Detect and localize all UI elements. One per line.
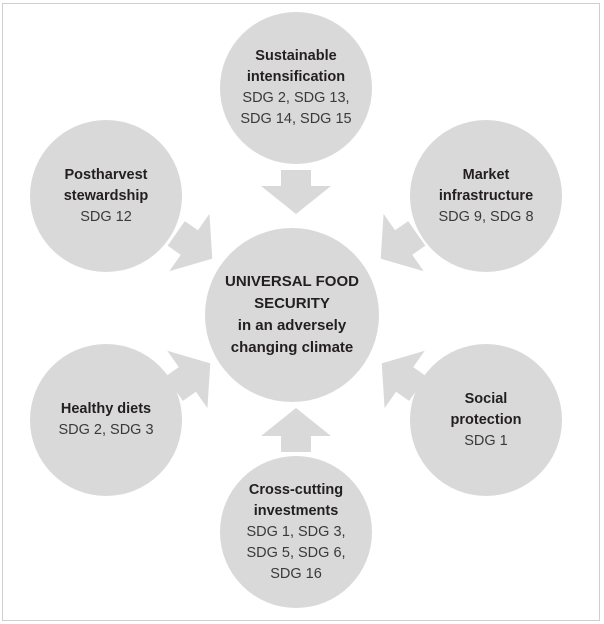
node-title: Market infrastructure [438, 166, 534, 204]
arrow-from-sustainable-intensification [261, 170, 331, 214]
node-title: Sustainable intensification [246, 48, 346, 85]
node-sustainable-intensification: Sustainable intensification SDG 2, SDG 1… [220, 12, 372, 164]
node-title: Social protection [450, 390, 522, 428]
node-sdg-list: SDG 9, SDG 8 [438, 208, 534, 225]
node-postharvest-stewardship: Postharvest stewardship SDG 12 [30, 120, 182, 272]
arrow-from-market-infrastructure [380, 213, 426, 272]
arrow-from-postharvest-stewardship [167, 213, 213, 272]
node-cross-cutting-investments: Cross-cutting investments SDG 1, SDG 3, … [220, 456, 372, 608]
node-title: Postharvest stewardship [63, 166, 149, 204]
node-sdg-list: SDG 1, SDG 3, SDG 5, SDG 6, SDG 16 [246, 523, 346, 582]
arrow-from-healthy-diets [165, 350, 211, 409]
center-node-universal-food-security: UNIVERSAL FOOD SECURITY in an adversely … [205, 228, 379, 402]
arrow-from-cross-cutting-investments [261, 408, 331, 452]
node-sdg-list: SDG 2, SDG 3 [58, 422, 154, 438]
center-node-title: UNIVERSAL FOOD SECURITY in an adversely … [225, 273, 359, 356]
figure-frame [2, 3, 600, 621]
node-healthy-diets: Healthy diets SDG 2, SDG 3 [30, 344, 182, 496]
node-market-infrastructure: Market infrastructure SDG 9, SDG 8 [410, 120, 562, 272]
node-sdg-list: SDG 12 [80, 208, 132, 225]
node-title: Cross-cutting investments [248, 481, 344, 519]
node-title: Healthy diets [60, 401, 152, 417]
arrow-from-social-protection [381, 350, 427, 409]
node-sdg-list: SDG 1 [464, 432, 508, 449]
node-sdg-list: SDG 2, SDG 13, SDG 14, SDG 15 [240, 90, 352, 127]
node-social-protection: Social protection SDG 1 [410, 344, 562, 496]
